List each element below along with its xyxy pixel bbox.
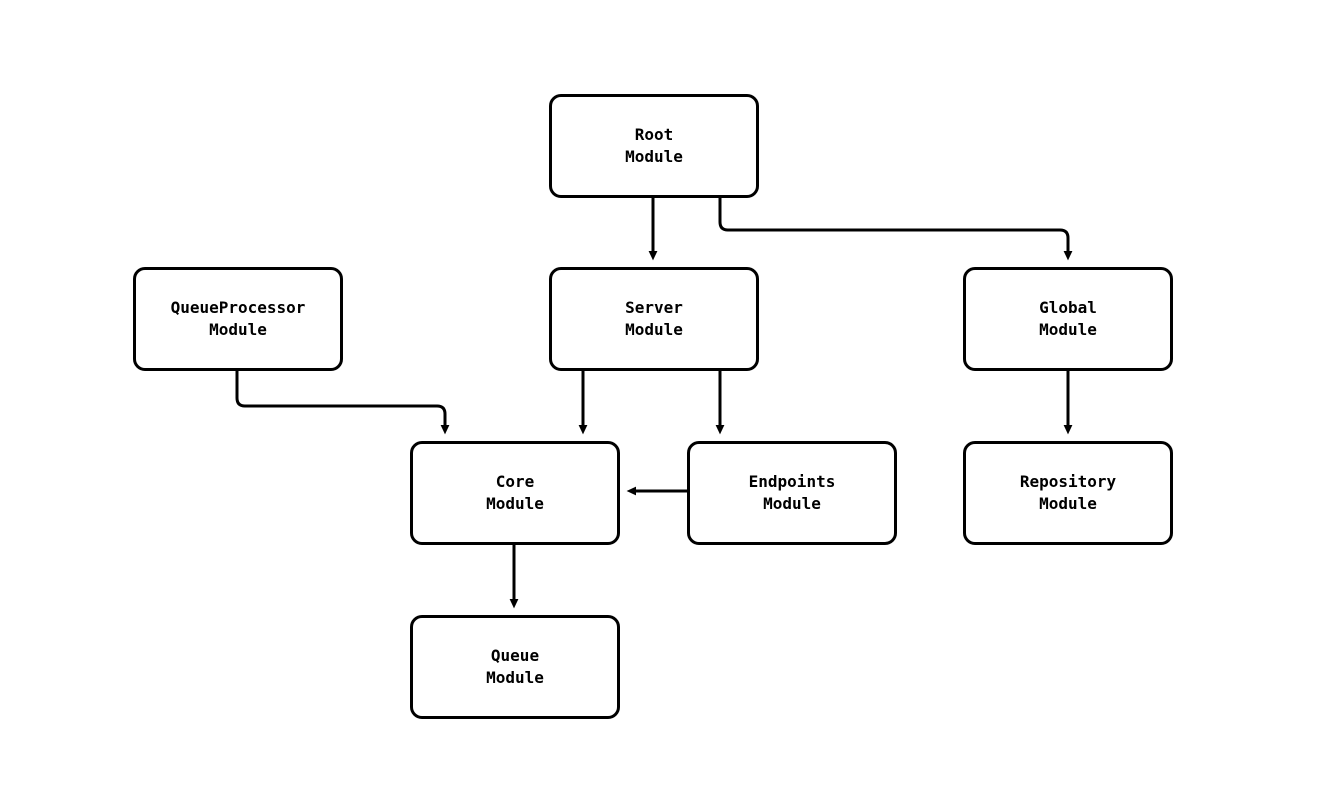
node-label: QueueProcessor Module (170, 298, 306, 339)
node-core-module[interactable]: Core Module (410, 441, 620, 545)
node-label: Endpoints Module (748, 472, 836, 513)
node-endpoints-module[interactable]: Endpoints Module (687, 441, 897, 545)
node-label: Root Module (625, 125, 683, 166)
node-queueprocessor-module[interactable]: QueueProcessor Module (133, 267, 343, 371)
node-label: Repository Module (1019, 472, 1117, 513)
node-label: Server Module (625, 298, 683, 339)
node-root-module[interactable]: Root Module (549, 94, 759, 198)
node-label: Core Module (486, 472, 544, 513)
node-global-module[interactable]: Global Module (963, 267, 1173, 371)
edge-root-global (718, 198, 1073, 261)
edge-queueprocessor-core (235, 371, 450, 435)
node-label: Queue Module (486, 646, 544, 687)
node-label: Global Module (1039, 298, 1097, 339)
node-queue-module[interactable]: Queue Module (410, 615, 620, 719)
node-repository-module[interactable]: Repository Module (963, 441, 1173, 545)
node-server-module[interactable]: Server Module (549, 267, 759, 371)
